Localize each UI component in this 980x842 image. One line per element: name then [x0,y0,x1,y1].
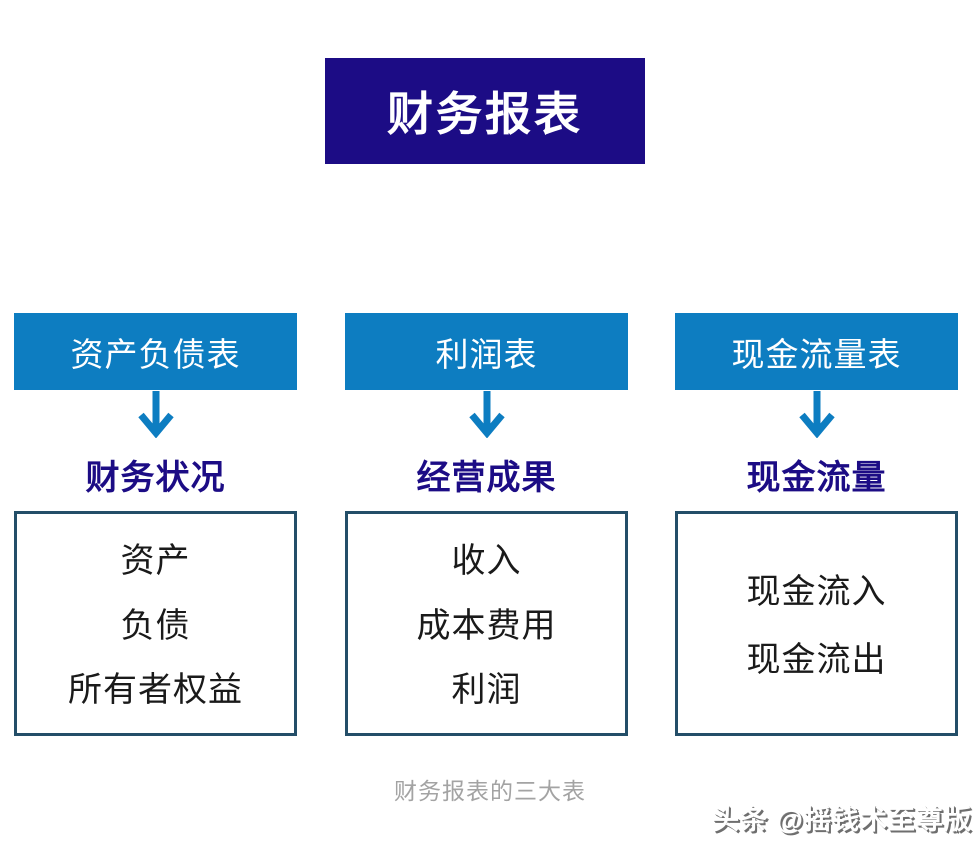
header-cash-flow-statement: 现金流量表 [675,313,958,390]
down-arrow-icon [468,391,505,438]
header-income-statement: 利润表 [345,313,628,390]
cash-flow-label: 现金流量 [746,459,887,497]
title-banner: 财务报表 [325,58,645,164]
list-item: 所有者权益 [68,670,243,709]
column-cash-flow-statement: 现金流量表 现金流量 现金流入 现金流出 [675,313,958,736]
list-item: 负债 [120,606,191,645]
column-income-statement: 利润表 经营成果 收入 成本费用 利润 [345,313,628,736]
down-arrow-icon [798,391,835,438]
down-arrow-icon [137,391,174,438]
watermark: 头条 @摇钱术至尊版 [712,805,972,835]
title-text: 财务报表 [387,88,583,140]
caption: 财务报表的三大表 [394,778,586,804]
income-statement-items-box: 收入 成本费用 利润 [345,511,628,736]
list-item: 资产 [120,542,191,581]
cash-flow-items-box: 现金流入 现金流出 [675,511,958,736]
list-item: 现金流入 [746,572,887,611]
list-item: 收入 [451,542,522,581]
list-item: 利润 [451,670,522,709]
financial-position-label: 财务状况 [85,459,226,497]
header-balance-sheet: 资产负债表 [14,313,297,390]
list-item: 成本费用 [416,606,557,645]
column-balance-sheet: 资产负债表 财务状况 资产 负债 所有者权益 [14,313,297,736]
balance-sheet-items-box: 资产 负债 所有者权益 [14,511,297,736]
operating-results-label: 经营成果 [416,459,557,497]
list-item: 现金流出 [746,640,887,679]
